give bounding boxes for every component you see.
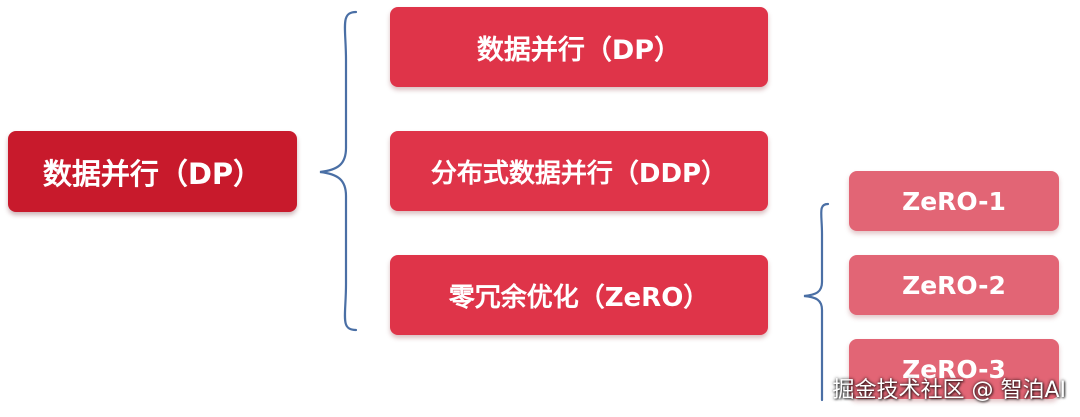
node-label: 零冗余优化（ZeRO） <box>448 282 710 313</box>
node-label: ZeRO-1 <box>902 186 1006 216</box>
root-node-data-parallel: 数据并行（DP） <box>8 131 297 212</box>
node-distributed-data-parallel: 分布式数据并行（DDP） <box>390 131 768 211</box>
watermark-text: 掘金技术社区 @ 智泊AI <box>832 378 1066 403</box>
node-label: 数据并行（DP） <box>476 34 682 66</box>
node-zero-1: ZeRO-1 <box>849 171 1059 231</box>
node-label: ZeRO-3 <box>902 354 1006 384</box>
node-label: ZeRO-2 <box>902 270 1006 300</box>
zero-stages-bracket <box>803 202 830 402</box>
root-node-label: 数据并行（DP） <box>42 156 263 191</box>
node-zero-2: ZeRO-2 <box>849 255 1059 315</box>
node-zero-redundancy-optimizer: 零冗余优化（ZeRO） <box>390 255 768 335</box>
node-data-parallel: 数据并行（DP） <box>390 7 768 87</box>
node-label: 分布式数据并行（DDP） <box>430 158 728 189</box>
root-children-bracket <box>319 10 358 332</box>
node-zero-3: ZeRO-3 <box>849 339 1059 399</box>
